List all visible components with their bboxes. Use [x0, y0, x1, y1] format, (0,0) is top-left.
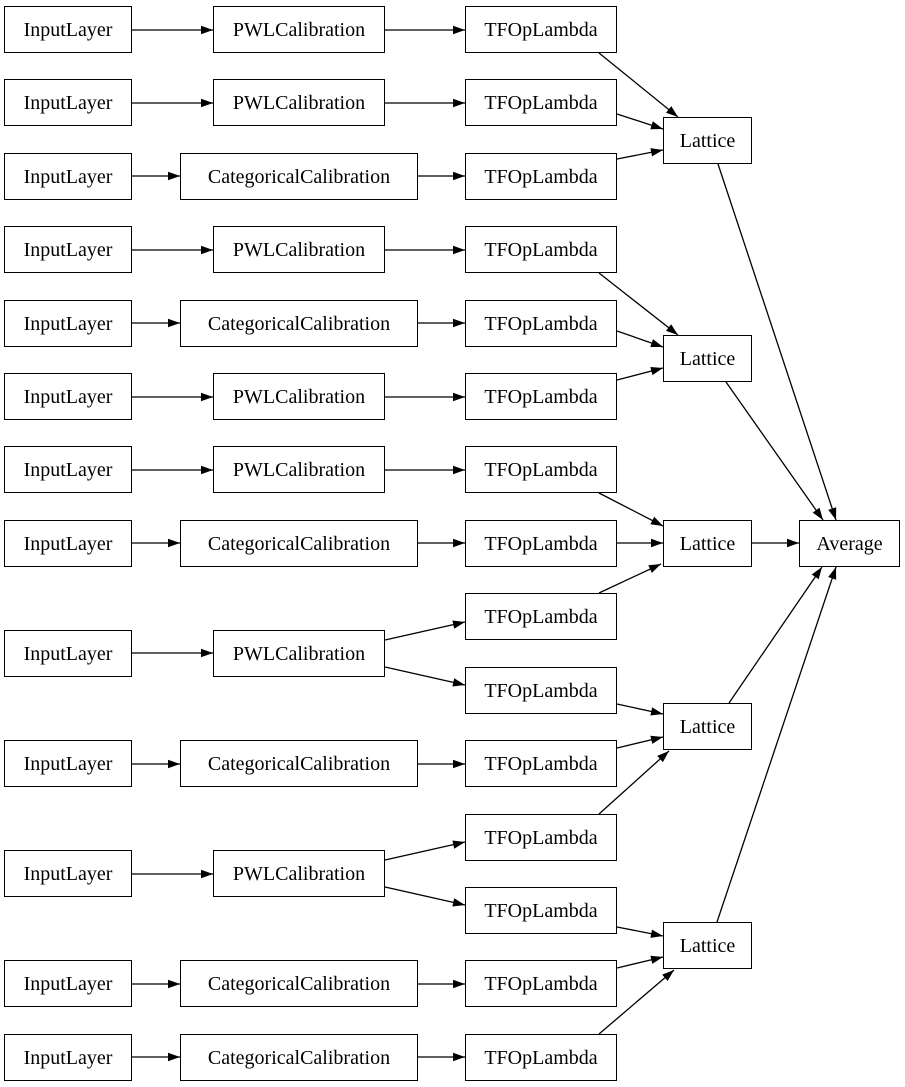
node-pwlcalibration-2: PWLCalibration — [213, 79, 385, 126]
edge-t10-lat4 — [616, 703, 664, 716]
edge-cal11-t13 — [384, 886, 466, 907]
node-inputlayer-8: InputLayer — [4, 520, 132, 567]
node-tfoplambda-5: TFOpLambda — [465, 300, 617, 347]
edge-t9-lat3 — [598, 563, 662, 594]
node-categoricalcalibration-1: CategoricalCalibration — [180, 153, 418, 200]
node-inputlayer-12: InputLayer — [4, 960, 132, 1007]
node-categoricalcalibration-6: CategoricalCalibration — [180, 1034, 418, 1081]
node-tfoplambda-9: TFOpLambda — [465, 593, 617, 640]
node-inputlayer-7: InputLayer — [4, 446, 132, 493]
node-tfoplambda-14: TFOpLambda — [465, 960, 617, 1007]
edge-lat4-avg — [728, 566, 823, 704]
node-inputlayer-3: InputLayer — [4, 153, 132, 200]
edge-cal11-t12 — [384, 840, 466, 861]
node-pwlcalibration-7: PWLCalibration — [213, 850, 385, 897]
edge-lat5-avg — [716, 566, 837, 923]
node-pwlcalibration-6: PWLCalibration — [213, 630, 385, 677]
edge-t4-lat2 — [598, 272, 679, 336]
edge-t13-lat5 — [616, 926, 664, 938]
node-tfoplambda-15: TFOpLambda — [465, 1034, 617, 1081]
node-tfoplambda-4: TFOpLambda — [465, 226, 617, 273]
edge-t6-lat2 — [616, 366, 664, 381]
node-tfoplambda-3: TFOpLambda — [465, 153, 617, 200]
node-inputlayer-10: InputLayer — [4, 740, 132, 787]
node-pwlcalibration-1: PWLCalibration — [213, 6, 385, 53]
node-inputlayer-13: InputLayer — [4, 1034, 132, 1081]
node-tfoplambda-2: TFOpLambda — [465, 79, 617, 126]
edge-t2-lat1 — [616, 113, 664, 130]
edge-lat2-avg — [725, 381, 824, 521]
node-tfoplambda-1: TFOpLambda — [465, 6, 617, 53]
edge-t1-lat1 — [598, 52, 679, 118]
edge-t11-lat4 — [616, 735, 664, 749]
node-inputlayer-1: InputLayer — [4, 6, 132, 53]
node-tfoplambda-10: TFOpLambda — [465, 667, 617, 714]
edge-t14-lat5 — [616, 955, 664, 969]
node-categoricalcalibration-3: CategoricalCalibration — [180, 520, 418, 567]
node-inputlayer-6: InputLayer — [4, 373, 132, 420]
edge-lat1-avg — [717, 163, 837, 521]
node-inputlayer-11: InputLayer — [4, 850, 132, 897]
node-tfoplambda-13: TFOpLambda — [465, 887, 617, 934]
node-tfoplambda-7: TFOpLambda — [465, 446, 617, 493]
node-average: Average — [799, 520, 900, 567]
node-lattice-5: Lattice — [663, 922, 752, 969]
node-categoricalcalibration-4: CategoricalCalibration — [180, 740, 418, 787]
node-lattice-4: Lattice — [663, 703, 752, 750]
node-tfoplambda-8: TFOpLambda — [465, 520, 617, 567]
node-lattice-2: Lattice — [663, 335, 752, 382]
node-tfoplambda-12: TFOpLambda — [465, 814, 617, 861]
node-categoricalcalibration-2: CategoricalCalibration — [180, 300, 418, 347]
edge-t7-lat3 — [598, 492, 664, 527]
node-categoricalcalibration-5: CategoricalCalibration — [180, 960, 418, 1007]
node-inputlayer-9: InputLayer — [4, 630, 132, 677]
edge-t12-lat4 — [598, 750, 670, 815]
node-pwlcalibration-3: PWLCalibration — [213, 226, 385, 273]
node-pwlcalibration-4: PWLCalibration — [213, 373, 385, 420]
edge-t3-lat1 — [616, 148, 664, 160]
node-lattice-3: Lattice — [663, 520, 752, 567]
node-lattice-1: Lattice — [663, 117, 752, 164]
node-tfoplambda-6: TFOpLambda — [465, 373, 617, 420]
edge-t5-lat2 — [616, 330, 664, 348]
edge-t15-lat5 — [598, 969, 675, 1035]
edge-cal9-t9 — [384, 620, 466, 641]
node-inputlayer-2: InputLayer — [4, 79, 132, 126]
node-inputlayer-5: InputLayer — [4, 300, 132, 347]
node-tfoplambda-11: TFOpLambda — [465, 740, 617, 787]
node-inputlayer-4: InputLayer — [4, 226, 132, 273]
node-pwlcalibration-5: PWLCalibration — [213, 446, 385, 493]
edge-cal9-t10 — [384, 666, 466, 687]
